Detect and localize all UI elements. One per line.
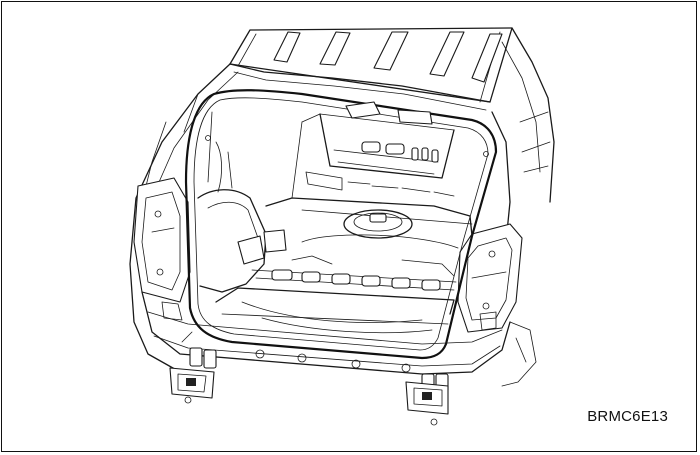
right-tail-lamp xyxy=(457,223,523,333)
left-tail-lamp xyxy=(133,177,191,303)
right-tow-bracket xyxy=(405,381,449,426)
figure-code-label: BRMC6E13 xyxy=(587,408,668,425)
left-tow-bracket xyxy=(169,367,215,404)
rear-floor-cross-members xyxy=(215,269,457,334)
roof-crossbars xyxy=(273,31,503,83)
roof xyxy=(229,27,513,111)
spare-tire-well xyxy=(291,209,459,277)
left-body-side xyxy=(129,63,239,373)
tailgate-opening xyxy=(184,89,498,360)
right-body-side xyxy=(491,27,555,243)
cargo-floor xyxy=(265,101,473,237)
left-wheel-house xyxy=(197,141,287,293)
